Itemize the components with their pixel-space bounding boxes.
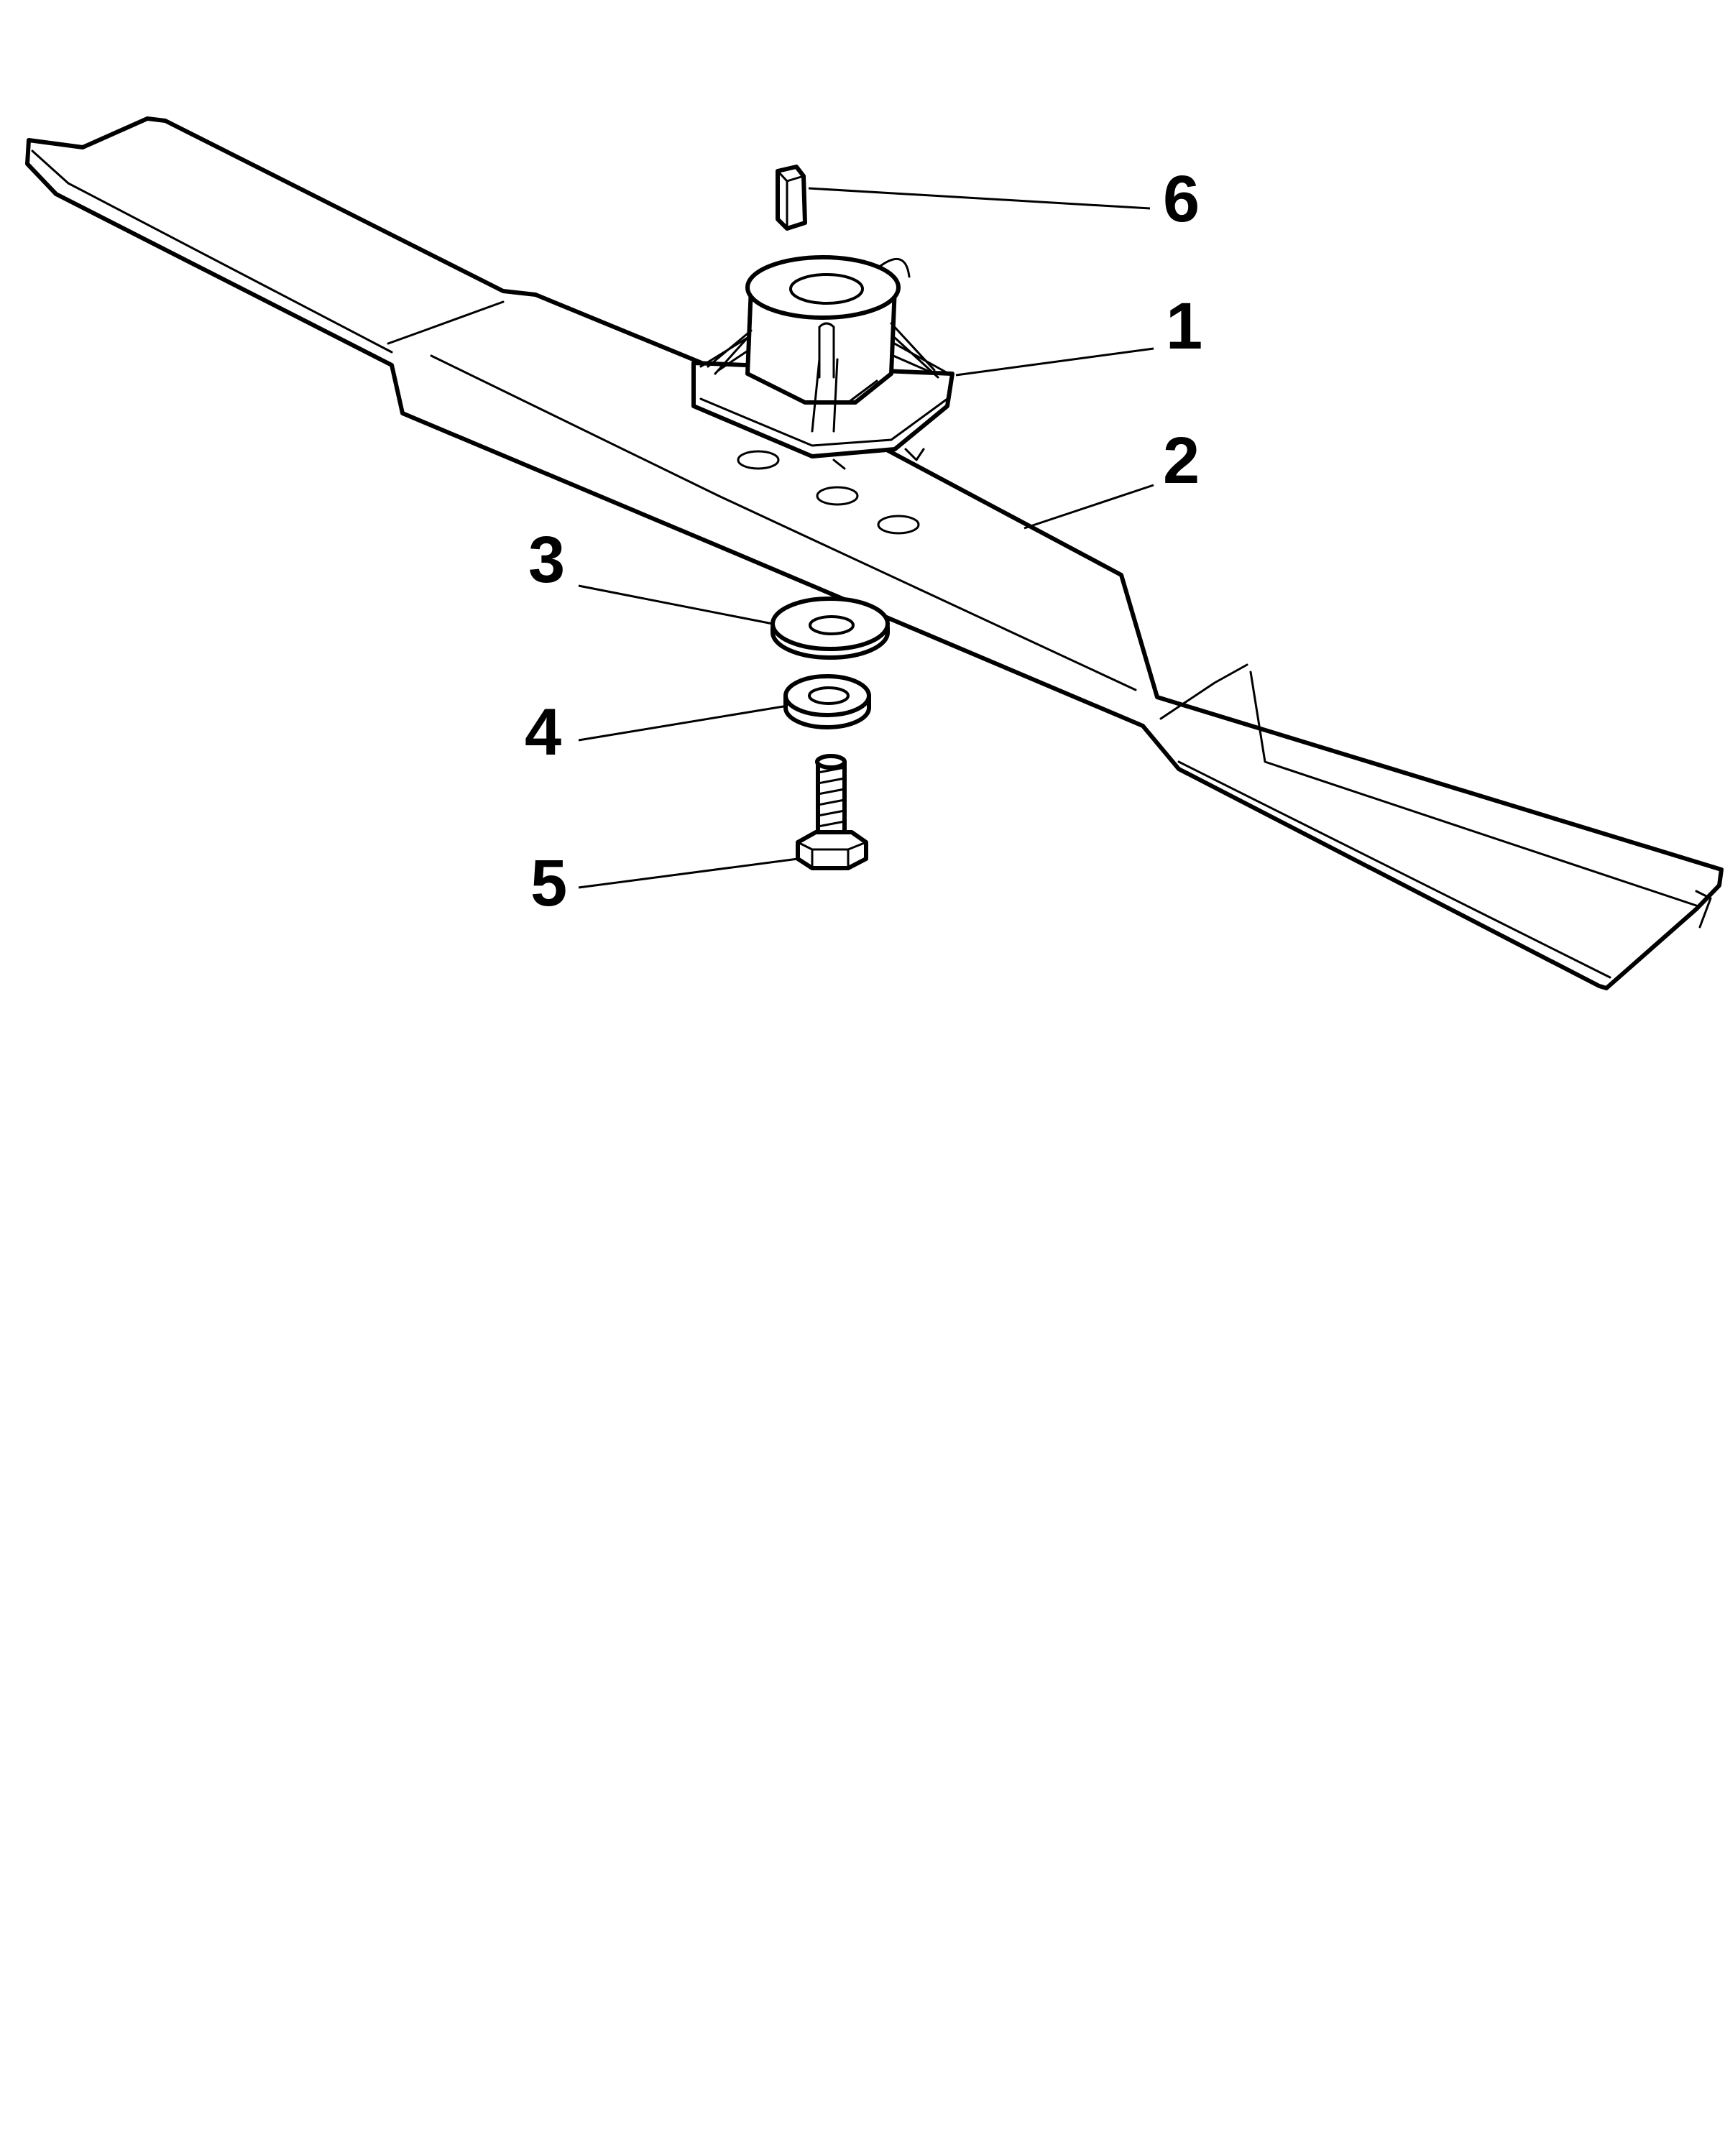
blade-spine xyxy=(430,354,1137,691)
blade-left-bevel xyxy=(31,149,393,354)
mower-blade xyxy=(25,116,1724,990)
callout-6: 6 xyxy=(1163,162,1200,236)
blade-right-tip xyxy=(1695,890,1712,929)
leader-2 xyxy=(1024,484,1154,530)
leader-5 xyxy=(578,857,799,889)
blade-hole-2 xyxy=(816,486,859,506)
blade-left-ridge xyxy=(387,300,505,345)
hub-bore xyxy=(789,273,864,305)
key-edge xyxy=(776,170,805,230)
blade-outline xyxy=(25,116,1724,990)
callout-3: 3 xyxy=(528,523,565,596)
bolt-tip xyxy=(815,754,847,770)
leader-3 xyxy=(578,584,773,625)
small-washer xyxy=(783,674,871,729)
leader-lines xyxy=(578,187,1154,889)
woodruff-key xyxy=(776,165,807,231)
leader-1 xyxy=(955,347,1154,377)
hub-lugs xyxy=(832,448,925,470)
bolt-thread xyxy=(816,766,846,828)
callout-4: 4 xyxy=(525,696,561,769)
key-body xyxy=(776,165,807,231)
leader-4 xyxy=(578,705,784,742)
callout-5: 5 xyxy=(530,847,567,920)
callout-labels: 6 1 2 3 4 5 xyxy=(525,162,1202,920)
small-washer-hole xyxy=(808,686,850,705)
hex-bolt xyxy=(796,754,868,870)
blade-right-bevel xyxy=(1177,671,1698,979)
hub-ribs xyxy=(707,322,939,433)
hub-base-plate xyxy=(691,361,954,459)
callout-2: 2 xyxy=(1163,424,1200,497)
blade-right-ridge xyxy=(1159,663,1248,720)
callout-1: 1 xyxy=(1166,290,1202,363)
large-washer xyxy=(770,596,890,660)
bolt-head-facets xyxy=(796,841,868,870)
blade-hole-1 xyxy=(737,450,780,470)
blade-hole-3 xyxy=(877,515,920,535)
hub-top-ear xyxy=(879,258,911,278)
leader-6 xyxy=(808,187,1151,210)
large-washer-hole xyxy=(809,615,855,635)
blade-hub xyxy=(691,255,954,470)
